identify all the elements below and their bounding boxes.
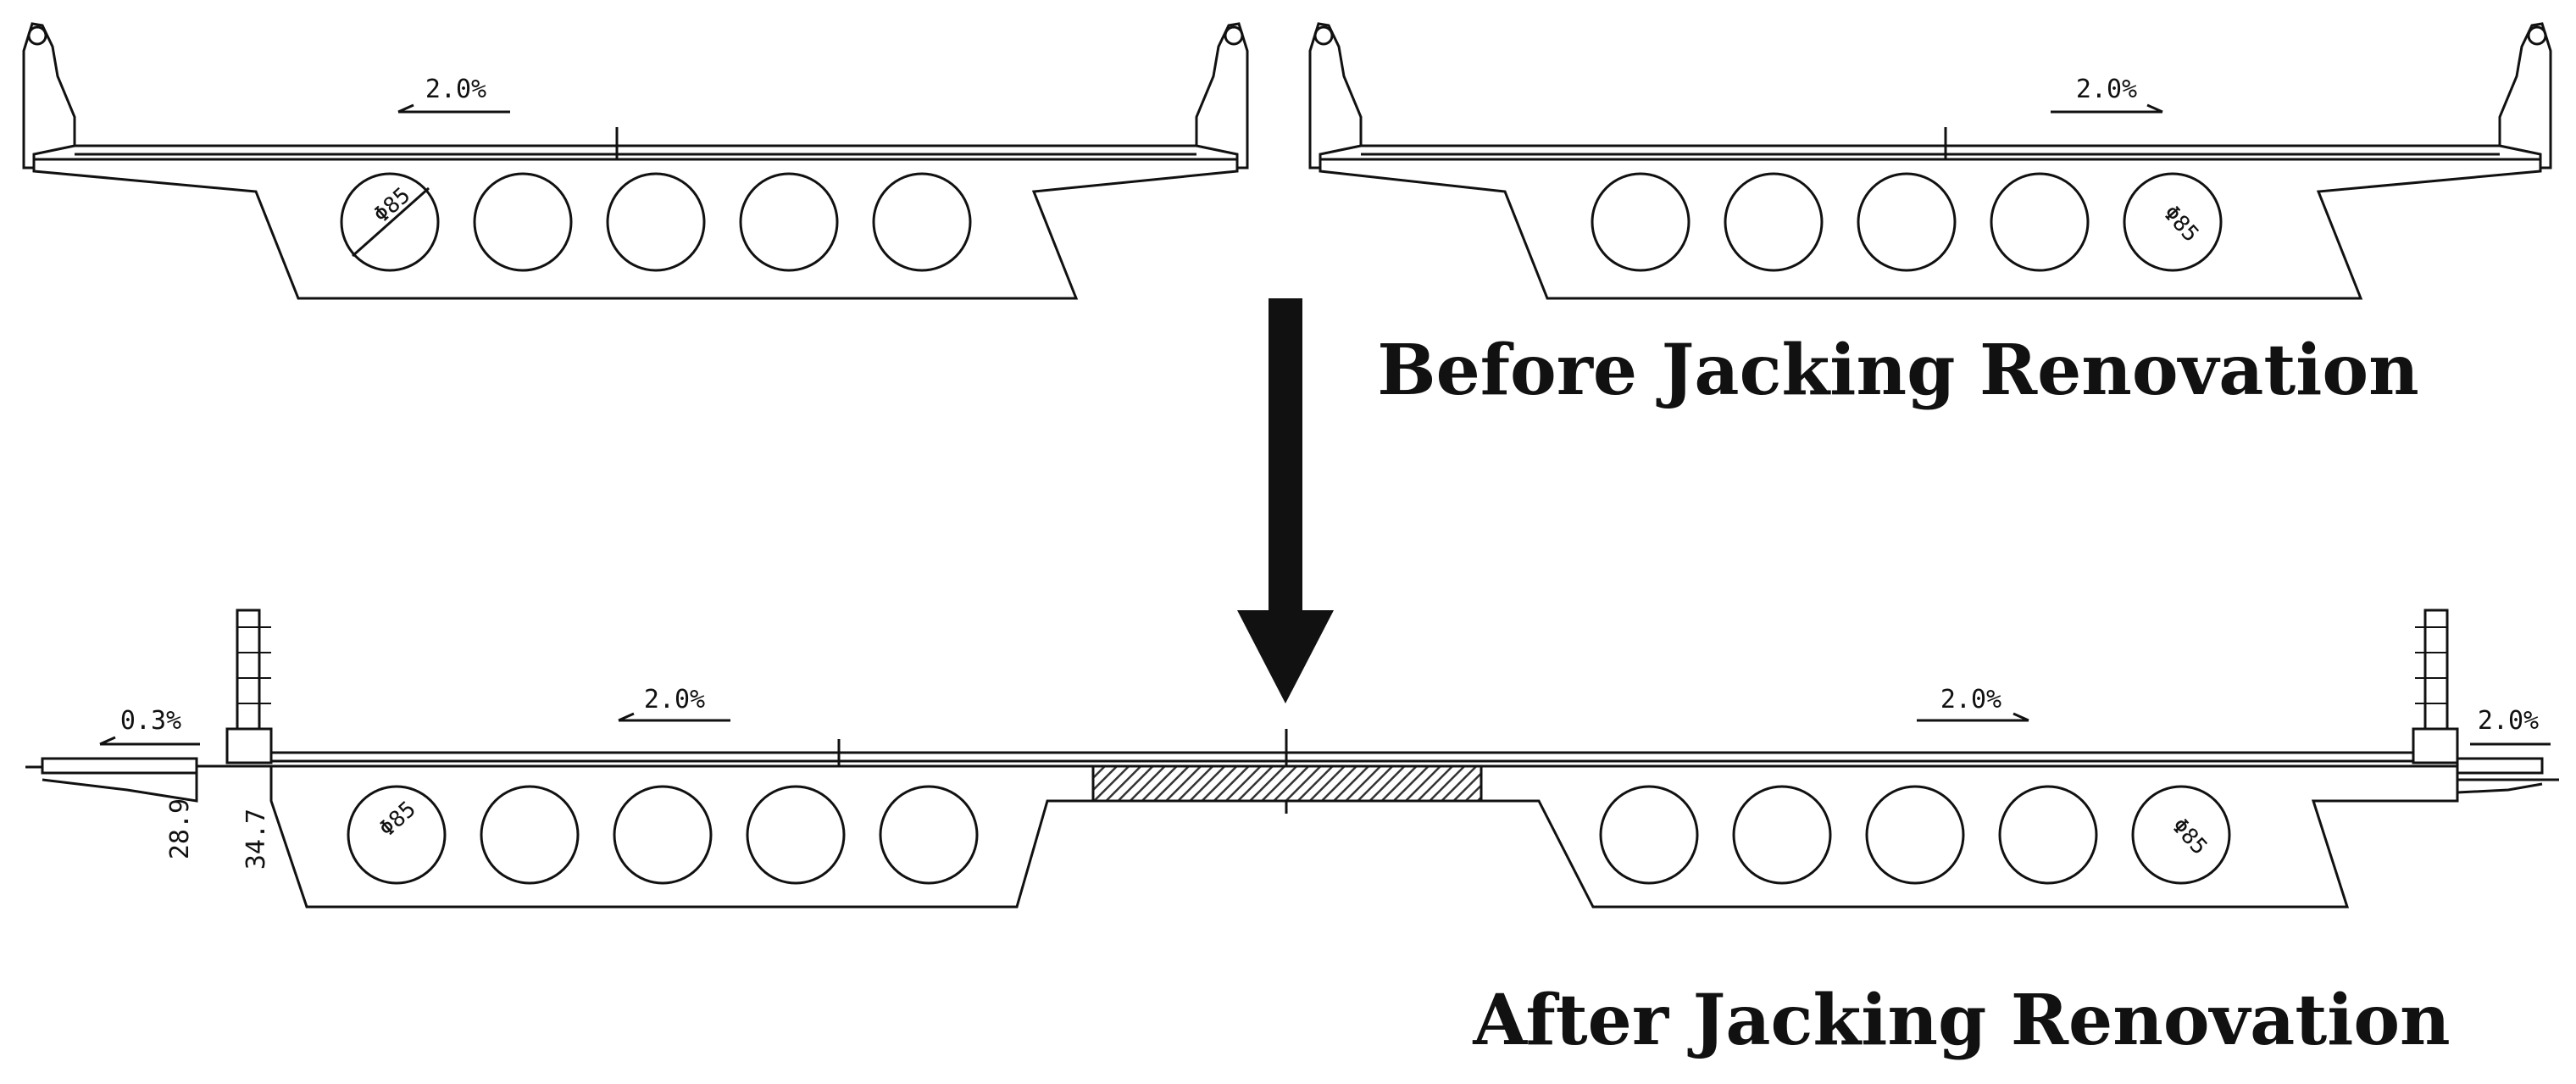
slope-arrow bbox=[1917, 712, 2029, 722]
right-cantilever-slope: 2.0% bbox=[2478, 706, 2539, 736]
after-deck bbox=[25, 609, 2559, 909]
parapet-right bbox=[1195, 22, 1249, 170]
dim-inner: 28.9 bbox=[165, 798, 195, 859]
caption-before: Before Jacking Renovation bbox=[1377, 330, 2418, 411]
left-cantilever-slope: 0.3% bbox=[120, 706, 181, 736]
parapet-left bbox=[22, 22, 76, 170]
slope-arrow bbox=[2051, 103, 2163, 114]
slope-label: 2.0% bbox=[2076, 75, 2137, 104]
dim-outer: 34.7 bbox=[242, 809, 271, 870]
slope-arrow bbox=[99, 736, 200, 746]
parapet-left bbox=[1308, 22, 1363, 170]
slope-label: 2.0% bbox=[1940, 685, 2001, 714]
down-arrow bbox=[1237, 298, 1334, 703]
slope-arrow bbox=[618, 712, 730, 722]
caption-after: After Jacking Renovation bbox=[1472, 980, 2450, 1061]
hatched-joint bbox=[1091, 764, 1483, 803]
before-left-girder bbox=[22, 22, 1249, 300]
void-label: Φ85 bbox=[2167, 814, 2212, 860]
slope-arrow bbox=[397, 103, 510, 114]
parapet-right bbox=[2498, 22, 2552, 170]
void-label: Φ85 bbox=[2158, 201, 2204, 247]
slope-label: 2.0% bbox=[425, 75, 486, 104]
void-label: Φ85 bbox=[375, 797, 421, 842]
void-label: Φ85 bbox=[369, 183, 415, 229]
slope-label: 2.0% bbox=[644, 685, 705, 714]
before-right-girder bbox=[1308, 22, 2552, 300]
after-voids bbox=[347, 785, 2231, 885]
